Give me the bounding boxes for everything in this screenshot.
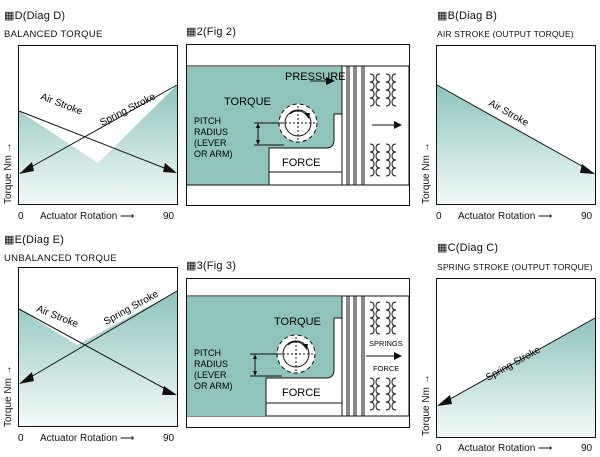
fig-2-spring-coil-upper-right [385,73,397,107]
diag-d-air-stroke-line [18,110,173,172]
diag-d-shaded-region [19,85,177,204]
fig-2-spring-coil-upper-left [369,73,381,107]
fig-2-lever-label: (LEVER [194,138,227,148]
fig-3-piston [341,295,348,417]
fig-3-spring-coil-lower-left [369,377,381,411]
diag-d-air-arrowhead [163,163,177,173]
diag-e-air-stroke-line [18,308,172,393]
figure-glyph-icon: ▦ [437,10,448,22]
diag-e-x-max: 90 [163,433,175,444]
diag-d-spring-stroke-line [23,84,178,172]
diag-b-frame [436,45,596,205]
fig-3-spring-force-arrow [394,352,402,360]
arrow-up-icon: → [3,365,14,376]
fig-2-piston [341,65,348,186]
fig-2-rotation-arrow [304,113,310,119]
arrow-right-icon: ⟶ [120,211,135,222]
diag-d-subtitle: BALANCED TORQUE [4,29,103,40]
diag-c-x-min: 0 [436,443,442,454]
fig-3-rotation-arrow [302,344,308,350]
fig-3-radius-label: RADIUS [194,359,228,369]
diag-c-frame [436,278,596,438]
fig-3-force-label: FORCE [282,387,321,399]
fig-2-radius-label: RADIUS [194,127,228,137]
diag-d-graph: Air Stroke Spring Stroke [18,45,178,205]
arrow-right-icon: ⟶ [120,433,135,444]
diag-b-subtitle: AIR STROKE (OUTPUT TORQUE) [437,29,574,39]
diag-b-air-stroke-line [436,84,590,171]
fig-3-spring-coil-lower-right [385,377,397,411]
fig-3-springs-label: SPRINGS [369,339,403,348]
fig-2-arm-label: OR ARM) [194,149,233,159]
fig-3-lever-label: (LEVER [194,370,227,380]
fig-3-pitch-label: PITCH [194,348,221,358]
fig-2-pressure-arrow [326,77,335,85]
diag-b-y-label: Torque Nm → [421,142,432,204]
fig-3-arm-label: OR ARM) [194,381,233,391]
fig-3-spring-force-label: FORCE [373,364,399,373]
diag-c-y-label: Torque Nm → [421,374,432,436]
diag-c-caption: ▦C(Diag C) [437,242,499,254]
fig-3-cross-section: SPRINGS FORCE TORQUE PITCH RADIUS (LEVER… [186,278,410,428]
diag-b-x-label: Actuator Rotation ⟶ [458,211,553,222]
arrow-up-icon: → [421,374,432,385]
diag-d-x-max: 90 [163,211,175,222]
diag-e-frame [18,267,178,427]
diag-b-caption: ▦B(Diag B) [437,10,498,22]
diag-d-x-label: Actuator Rotation ⟶ [40,211,135,222]
arrow-right-icon: ⟶ [538,211,553,222]
figure-glyph-icon: ▦ [186,260,197,272]
diag-e-subtitle: UNBALANCED TORQUE [4,253,117,264]
diag-e-spring-arrowhead [19,372,34,384]
fig-2-caption: ▦2(Fig 2) [186,26,237,38]
fig-2-spring-coil-lower-left [369,143,381,177]
fig-3-spring-coil-upper-right [385,301,397,335]
fig-2-spring-coil-lower-right [385,143,397,177]
diag-e-caption: ▦E(Diag E) [4,234,65,246]
diag-c-subtitle: SPRING STROKE (OUTPUT TORQUE) [437,262,593,272]
diag-b-shaded-region [437,85,595,204]
diag-e-x-label: Actuator Rotation ⟶ [40,433,135,444]
diag-b-x-max: 90 [581,211,593,222]
diag-c-spring-stroke-line [442,317,596,404]
figure-glyph-icon: ▦ [4,234,15,246]
arrow-up-icon: → [421,142,432,153]
diag-e-shaded-region [19,291,177,426]
diag-b-air-arrowhead [580,164,595,174]
diag-e-graph: Air Stroke Spring Stroke [18,267,178,427]
diag-b-x-min: 0 [436,211,442,222]
diag-d-frame [18,45,178,205]
fig-2-force-label: FORCE [282,157,321,169]
diag-c-graph: Spring Stroke [436,278,596,438]
diag-e-air-arrowhead [162,386,177,395]
figure-glyph-icon: ▦ [4,10,15,22]
diag-d-spring-arrowhead [19,162,34,174]
diag-c-x-max: 90 [581,443,593,454]
diag-d-x-min: 0 [18,211,24,222]
diag-b-graph: Air Stroke [436,45,596,205]
fig-3-spring-coil-upper-left [369,301,381,335]
figure-glyph-icon: ▦ [186,26,197,38]
fig-2-pitch-label: PITCH [194,116,221,126]
fig-3-torque-label: TORQUE [274,316,321,328]
diag-d-caption: ▦D(Diag D) [4,10,66,22]
fig-2-torque-label: TORQUE [224,96,271,108]
diag-e-spring-stroke-line [23,290,178,382]
diag-c-spring-arrowhead [437,395,452,406]
diag-d-y-label: Torque Nm → [3,142,14,204]
diag-e-y-label: Torque Nm → [3,365,14,427]
diag-d-air-stroke-label: Air Stroke [39,92,84,118]
arrow-right-icon: ⟶ [538,443,553,454]
diag-e-x-min: 0 [18,433,24,444]
fig-2-pressure-label: PRESSURE [285,71,346,83]
fig-2-spring-arrow [394,121,402,129]
diag-c-shaded-region [437,318,595,437]
fig-3-caption: ▦3(Fig 3) [186,260,237,272]
diag-c-x-label: Actuator Rotation ⟶ [458,443,553,454]
arrow-up-icon: → [3,142,14,153]
figure-glyph-icon: ▦ [437,242,448,254]
fig-2-cross-section: PRESSURE TORQUE PITCH RADIUS (LEVER OR A… [186,44,410,206]
